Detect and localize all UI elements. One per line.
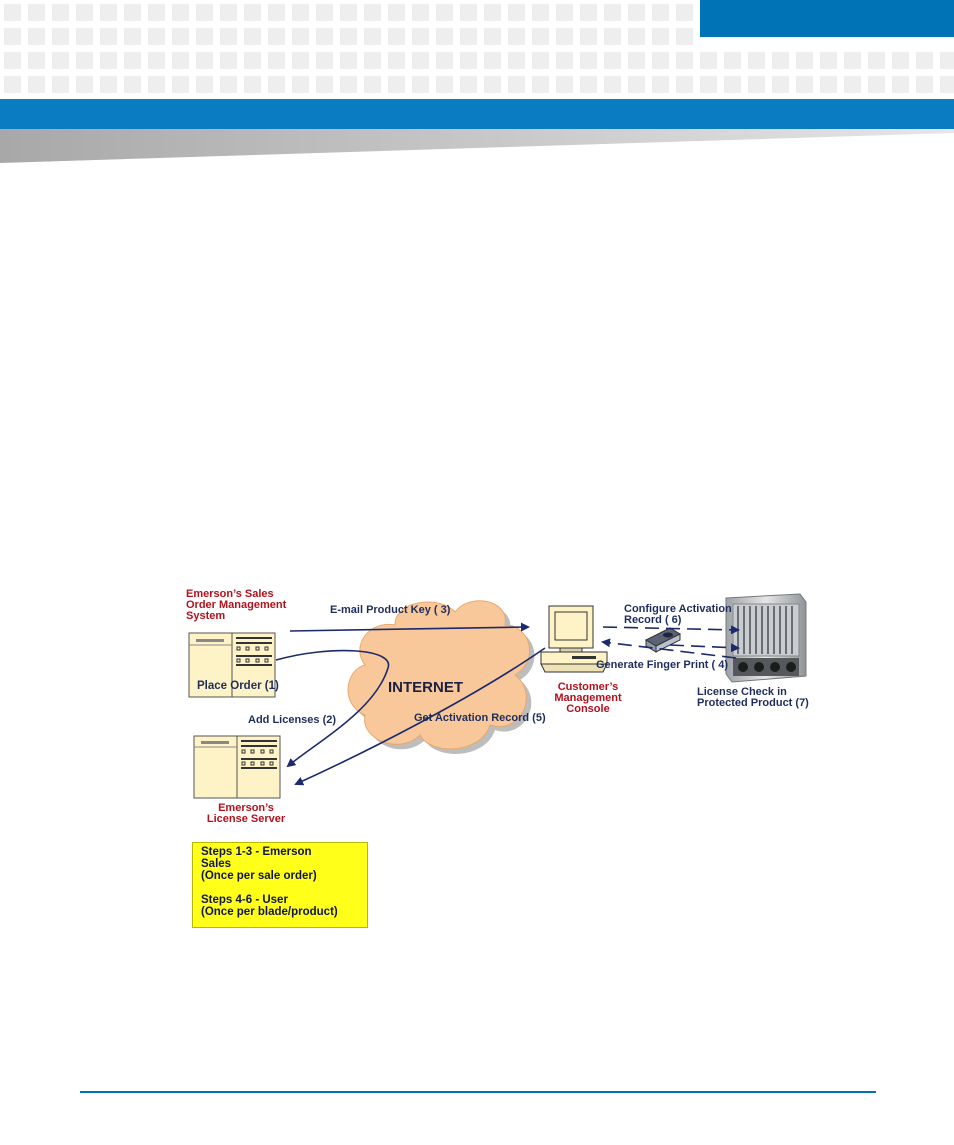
add-licenses-label: Add Licenses (2) [248, 715, 336, 726]
legend-line-2: Sales [201, 858, 359, 870]
management-console-label: Customer’s Management Console [548, 682, 628, 715]
email-product-key-label: E-mail Product Key ( 3) [330, 605, 450, 616]
place-order-label: Place Order (1) [197, 681, 279, 692]
get-activation-record-label: Get Activation Record (5) [414, 713, 546, 724]
legend-line-5: (Once per blade/product) [201, 906, 359, 918]
license-check-label: License Check in Protected Product (7) [697, 687, 809, 709]
steps-legend-box: Steps 1-3 - Emerson Sales (Once per sale… [192, 842, 368, 928]
legend-line-3: (Once per sale order) [201, 870, 359, 882]
internet-label: INTERNET [388, 680, 463, 695]
protected-product-rack-icon [726, 594, 806, 682]
license-server-icon [194, 736, 280, 798]
sales-system-label: Emerson’s Sales Order Management System [186, 589, 286, 622]
legend-line-4: Steps 4-6 - User [201, 894, 359, 906]
footer-rule [80, 1091, 876, 1093]
legend-line-1: Steps 1-3 - Emerson [201, 846, 359, 858]
generate-fingerprint-label: Generate Finger Print ( 4) [596, 660, 728, 671]
legend-spacer [201, 882, 359, 894]
license-server-label: Emerson’s License Server [196, 803, 296, 825]
configure-activation-label: Configure Activation Record ( 6) [624, 604, 732, 626]
internet-cloud [348, 601, 534, 754]
